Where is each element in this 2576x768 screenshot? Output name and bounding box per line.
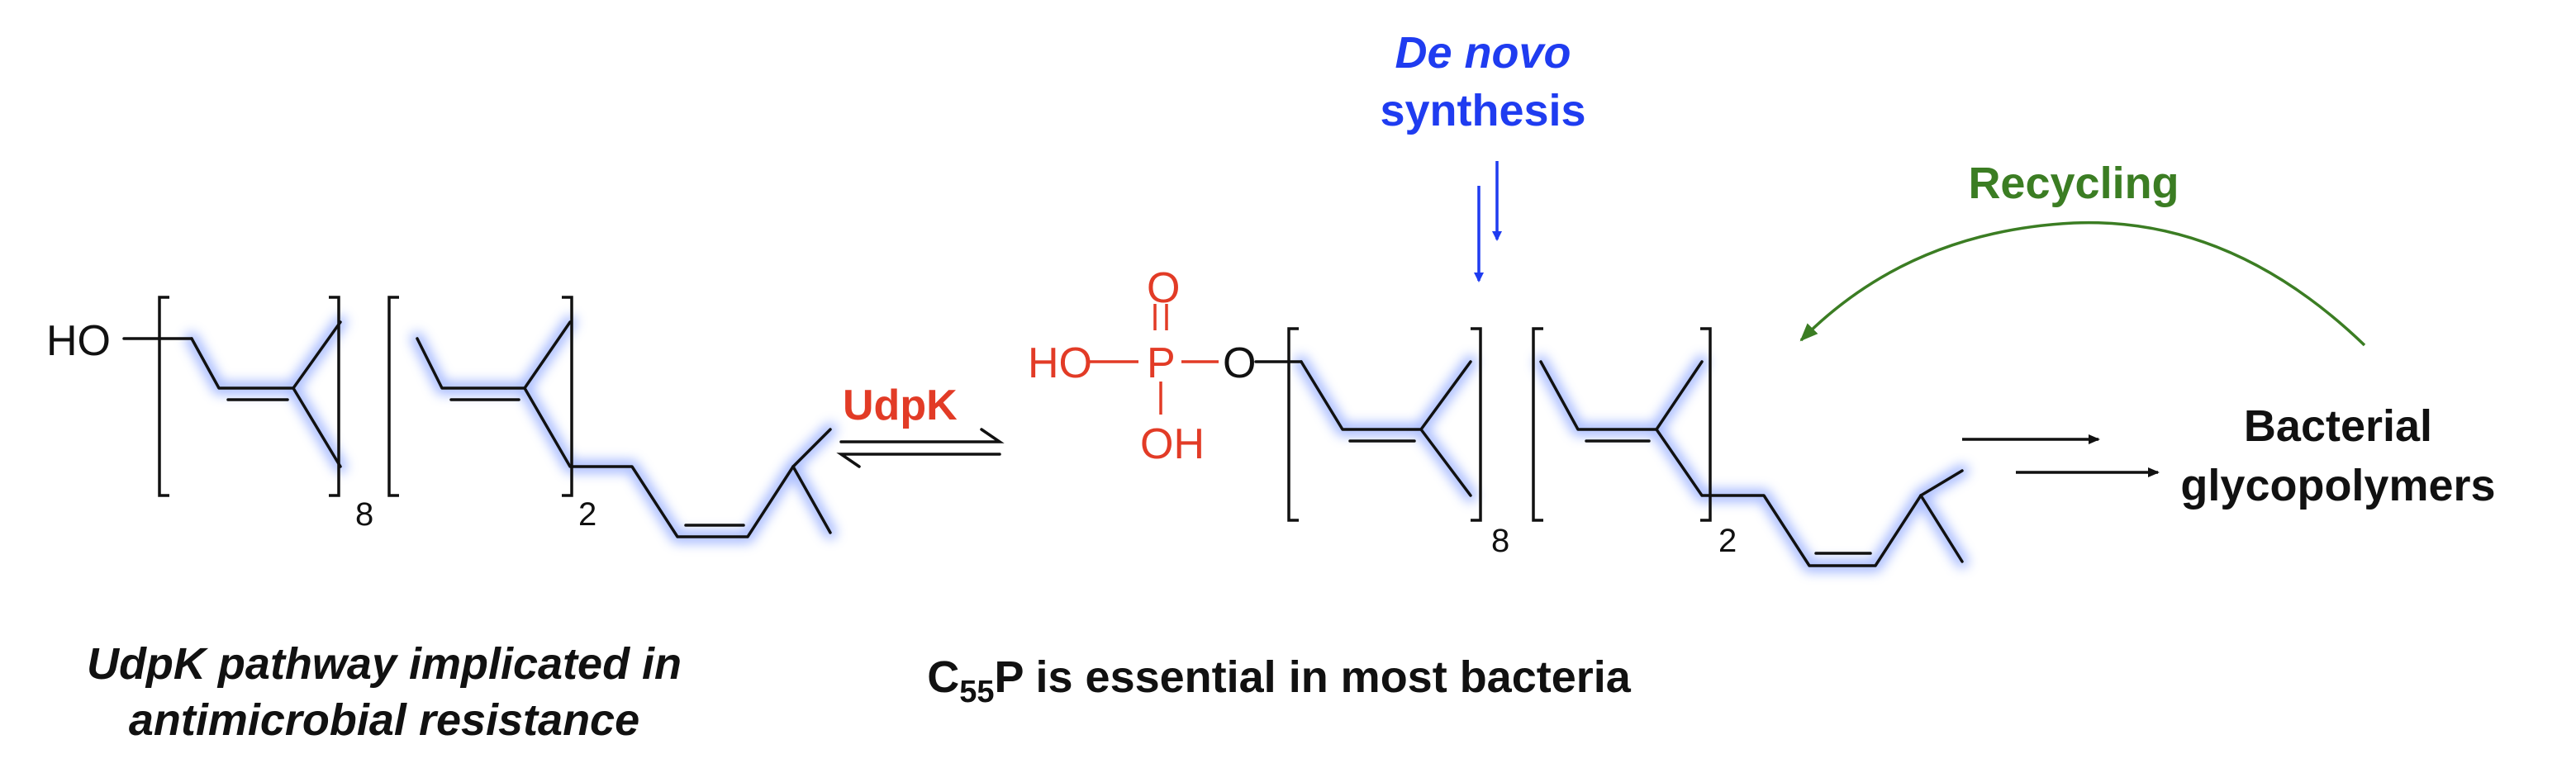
left-chain-bonds	[122, 320, 832, 538]
forward-half-arrow	[839, 428, 1005, 443]
product-label-line1: Bacterial	[2244, 401, 2432, 451]
right-repeat-count-b: 2	[1718, 523, 1737, 559]
right-caption-prefix: C	[927, 652, 959, 702]
left-hydroxyl-label: HO	[46, 317, 111, 365]
enzyme-label: UdpK	[843, 382, 958, 429]
right-chain-glow	[1295, 355, 1969, 572]
phosphorus-atom: P	[1147, 339, 1176, 387]
left-repeat-count-b: 2	[578, 496, 596, 533]
bridging-oxygen-atom: O	[1223, 339, 1256, 387]
de-novo-label-line1: De novo	[1395, 28, 1571, 78]
de-novo-label-line2: synthesis	[1380, 86, 1585, 135]
right-chain-bonds	[1254, 360, 1964, 567]
reverse-half-arrow	[836, 453, 1001, 468]
multistep-arrows	[1962, 434, 2160, 477]
right-repeat-count-a: 8	[1491, 523, 1509, 559]
left-molecule	[122, 296, 837, 543]
recycling-label: Recycling	[1968, 159, 2179, 208]
phosphate-oxo-oxygen: O	[1147, 264, 1180, 312]
phosphate-hydroxyl-left: HO	[1028, 339, 1092, 387]
equilibrium-arrows	[836, 428, 1005, 468]
de-novo-arrows	[1474, 161, 1502, 282]
phosphate-hydroxyl-bottom: OH	[1140, 420, 1205, 468]
recycling-arrow	[1799, 220, 2366, 347]
right-molecule	[1254, 327, 1969, 572]
left-repeat-count-a: 8	[355, 496, 373, 533]
left-caption-line2: antimicrobial resistance	[129, 695, 639, 745]
phosphate-group	[1089, 304, 1219, 415]
left-brackets	[158, 296, 573, 497]
right-caption: C55P is essential in most bacteria	[927, 652, 1632, 709]
left-caption-line1: UdpK pathway implicated in	[87, 639, 682, 689]
left-chain-glow	[185, 315, 837, 543]
right-caption-suffix: P is essential in most bacteria	[994, 652, 1631, 702]
right-brackets	[1287, 327, 1712, 522]
right-caption-subscript: 55	[959, 675, 994, 709]
product-label-line2: glycopolymers	[2180, 461, 2495, 510]
